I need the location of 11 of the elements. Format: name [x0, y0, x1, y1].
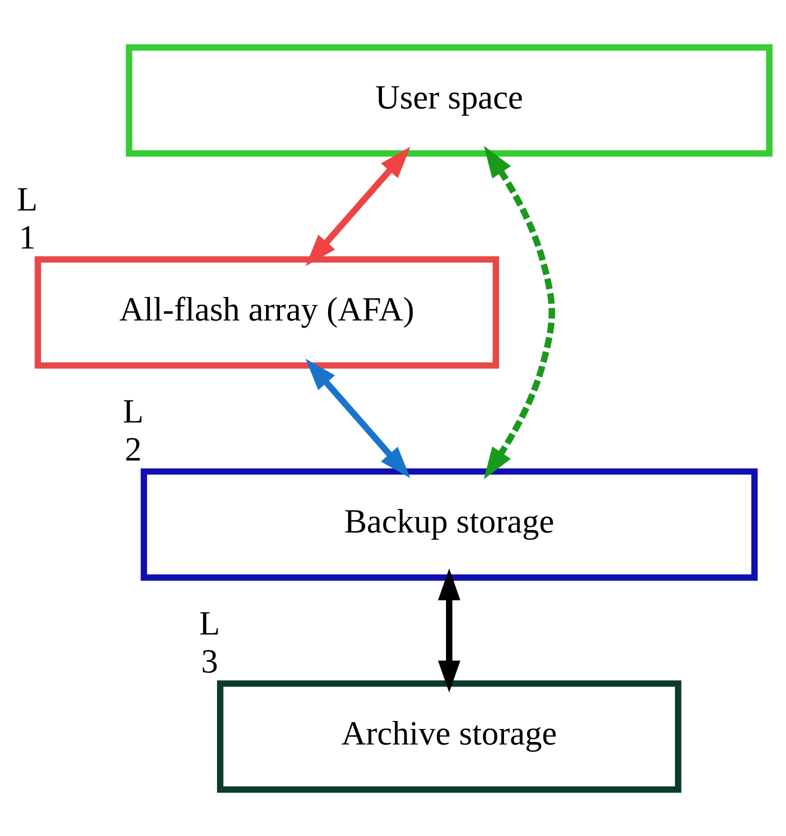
node-box: Archive storage [217, 680, 682, 792]
node-label: L 3 [199, 604, 220, 680]
arrow [438, 568, 460, 692]
node-box: Backup storage [140, 468, 758, 580]
arrow [484, 145, 555, 479]
arrow [306, 358, 410, 478]
arrow [306, 146, 410, 266]
node-label: L 1 [16, 180, 38, 256]
node-label: L 2 [122, 392, 144, 468]
node-box: User space [126, 44, 772, 156]
node-box: All-flash array (AFA) [34, 256, 499, 368]
